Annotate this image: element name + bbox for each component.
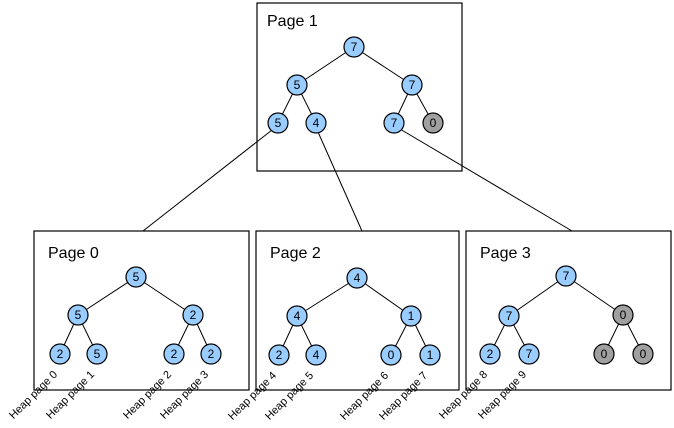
page1-title: Page 1 <box>267 13 318 30</box>
page1-node-root-label: 7 <box>351 40 358 54</box>
page1-group: Page 1 7 5 7 5 4 7 0 <box>256 2 463 172</box>
page0-node-rl-label: 2 <box>171 347 178 361</box>
page3-box <box>465 230 672 391</box>
page3-title: Page 3 <box>480 245 531 262</box>
page0-edge-root-right <box>135 276 194 316</box>
page2-node-l <box>286 305 308 327</box>
page2-node-rr <box>419 344 441 366</box>
page3-node-ll <box>479 343 501 365</box>
page2-node-rl <box>380 344 402 366</box>
page1-node-rl-label: 7 <box>391 116 398 130</box>
page0-group: Page 0 5 5 2 2 5 2 2 <box>33 230 250 391</box>
page1-node-ll <box>267 112 289 134</box>
page2-node-l-label: 4 <box>294 309 301 323</box>
page1-node-l <box>286 74 308 96</box>
page1-node-rr-label: 0 <box>430 116 437 130</box>
page0-node-rr <box>200 343 222 365</box>
page3-node-r-label: 0 <box>620 308 627 322</box>
page1-node-l-label: 5 <box>294 78 301 92</box>
page1-node-r-label: 7 <box>409 78 416 92</box>
page1-edge-root-right <box>353 46 413 86</box>
page1-node-lr-label: 4 <box>313 116 320 130</box>
page0-box <box>33 230 250 391</box>
page3-node-rr-label: 0 <box>640 347 647 361</box>
page0-node-rr-label: 2 <box>208 347 215 361</box>
page0-node-ll-label: 2 <box>57 347 64 361</box>
page2-node-rl-label: 0 <box>388 348 395 362</box>
page2-node-lr-label: 4 <box>313 348 320 362</box>
page3-node-r <box>612 304 634 326</box>
page3-node-rl-label: 0 <box>601 347 608 361</box>
page3-node-root-label: 7 <box>563 269 570 283</box>
page3-node-root <box>555 265 577 287</box>
page3-edge-root-right <box>565 275 624 316</box>
page0-node-root-label: 5 <box>133 270 140 284</box>
page2-node-r-label: 1 <box>408 309 415 323</box>
page3-node-l-label: 7 <box>506 309 513 323</box>
page3-node-rl <box>593 343 615 365</box>
page0-node-ll <box>49 343 71 365</box>
page3-node-ll-label: 2 <box>487 347 494 361</box>
page1-node-r <box>401 74 423 96</box>
page1-node-root <box>343 36 365 58</box>
page1-box <box>256 2 463 172</box>
page1-node-ll-label: 5 <box>275 116 282 130</box>
page3-node-lr <box>518 343 540 365</box>
page0-title: Page 0 <box>48 245 99 262</box>
heap-labels-group: Heap page 0 Heap page 1 Heap page 2 Heap… <box>7 369 529 423</box>
page2-node-root <box>346 267 368 289</box>
page2-node-lr <box>305 344 327 366</box>
connector-page1-to-page0 <box>142 129 273 232</box>
page0-node-lr-label: 5 <box>94 347 101 361</box>
page0-node-r <box>182 304 204 326</box>
page1-node-rr <box>422 112 444 134</box>
page3-node-lr-label: 7 <box>526 347 533 361</box>
page3-edge-root-left <box>508 275 567 317</box>
page2-node-rr-label: 1 <box>427 348 434 362</box>
page2-node-root-label: 4 <box>354 271 361 285</box>
page2-title: Page 2 <box>270 245 321 262</box>
connector-page1-to-page3 <box>399 128 573 232</box>
page1-edge-root-left <box>296 46 355 86</box>
page1-node-rl <box>383 112 405 134</box>
page0-node-root <box>125 266 147 288</box>
page0-node-rl <box>163 343 185 365</box>
page2-node-ll-label: 2 <box>276 348 283 362</box>
page2-edge-root-left <box>296 277 358 317</box>
connector-page1-to-page2 <box>317 131 363 232</box>
page2-edge-root-right <box>356 277 412 317</box>
page3-node-rr <box>632 343 654 365</box>
page0-node-r-label: 2 <box>190 308 197 322</box>
page1-node-lr <box>305 112 327 134</box>
page0-edge-root-left <box>77 276 137 316</box>
page2-group: Page 2 4 4 1 2 4 0 1 <box>255 230 460 391</box>
page2-box <box>255 230 460 391</box>
page3-group: Page 3 7 7 0 2 7 0 0 <box>465 230 672 391</box>
page2-node-r <box>400 305 422 327</box>
page0-node-l <box>67 304 89 326</box>
page0-node-l-label: 5 <box>75 308 82 322</box>
page3-node-l <box>498 305 520 327</box>
page2-node-ll <box>268 344 290 366</box>
page0-node-lr <box>86 343 108 365</box>
